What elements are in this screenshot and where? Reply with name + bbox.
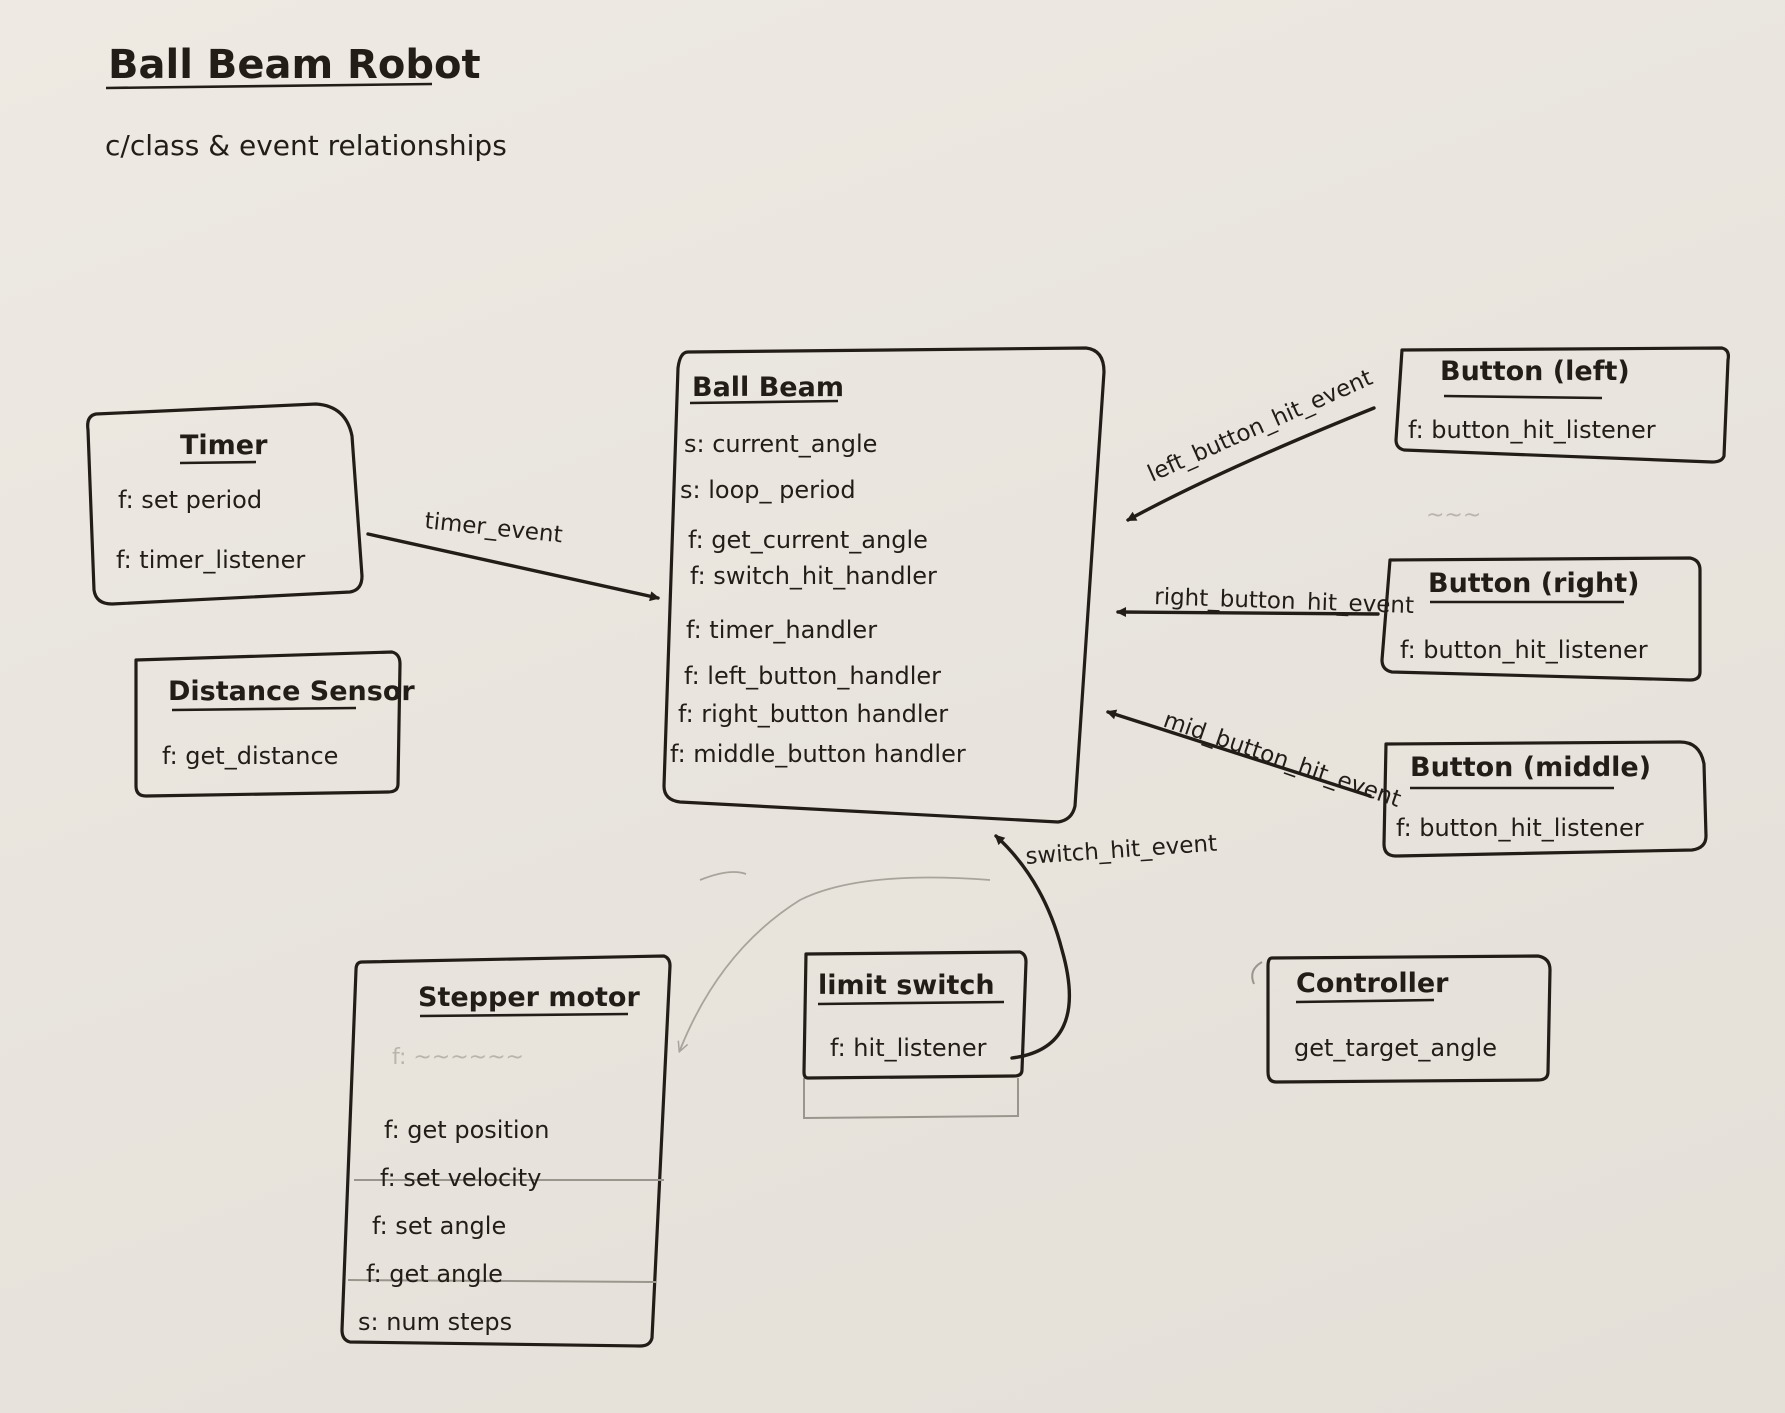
stepper-motor-member: f: set angle [372,1212,506,1240]
ball-beam-member: f: switch_hit_handler [690,562,937,590]
button-left-member: f: button_hit_listener [1408,416,1656,444]
distance-sensor-title-underline [171,706,357,712]
edge-timer-event: timer_event [366,508,660,602]
title-underline [105,82,433,90]
stepper-motor-row-divider [347,1279,657,1283]
controller-member: get_target_angle [1294,1034,1497,1062]
ball-beam-member: s: current_angle [684,430,877,458]
diagram-title: Ball Beam Robot [105,42,481,90]
edge-right-button-hit-event: right_button_hit_event [1116,584,1414,619]
button-left-title-underline [1443,394,1603,400]
edge-switch-hit-event: switch_hit_event [994,831,1218,1060]
ball-beam-title: Ball Beam [692,372,844,403]
controller-title: Controller [1296,968,1449,999]
ball-beam-member: f: left_button_handler [684,662,941,690]
button-middle-class-box: Button (middle) f: button_hit_listener [1382,740,1708,858]
title-text: Ball Beam Robot [108,42,481,88]
edge-mid-button-hit-event: mid_button_hit_event [1106,707,1404,813]
button-right-title: Button (right) [1428,568,1640,599]
stepper-motor-member: f: set velocity [380,1164,541,1192]
button-right-member: f: button_hit_listener [1400,636,1648,664]
limit-switch-erased-outline [803,1078,1019,1120]
mid-button-hit-event-label: mid_button_hit_event [1160,707,1404,813]
switch-hit-event-arrow [994,834,1071,1060]
ball-beam-member: s: loop_ period [680,476,856,504]
stepper-motor-box-outline [340,954,672,1348]
controller-box-outline [1266,954,1552,1084]
ball-beam-member: f: middle_button handler [670,740,966,768]
limit-switch-member: f: hit_listener [830,1034,987,1062]
limit-switch-title-underline [817,1000,1005,1006]
timer-class-box: Timer f: set period f: timer_listener [86,402,364,606]
distance-sensor-member: f: get_distance [162,742,338,770]
ball-beam-title-underline [689,399,839,405]
button-right-box-outline [1380,556,1702,682]
switch-hit-event-label: switch_hit_event [1025,831,1218,870]
button-left-box-outline [1394,346,1730,464]
button-left-class-box: Button (left) f: button_hit_listener [1394,346,1730,464]
timer-member: f: timer_listener [116,546,305,574]
timer-box-outline [86,402,364,606]
diagram-subtitle: c/class & event relationships [105,129,507,162]
ball-beam-member: f: timer_handler [686,616,877,644]
right-button-hit-event-arrow [1116,607,1380,618]
timer-member: f: set period [118,486,262,514]
left-button-hit-event-label: left_button_hit_event [1144,365,1377,488]
stepper-motor-class-box: f: ~~~~~~ Stepper motor f: get position … [340,954,672,1348]
ball-beam-class-box: Ball Beam s: current_angle s: loop_ peri… [662,346,1106,824]
controller-title-underline [1295,998,1435,1004]
distance-sensor-class-box: Distance Sensor f: get_distance [134,650,415,798]
distance-sensor-title: Distance Sensor [168,676,415,707]
stepper-motor-title: Stepper motor [418,982,640,1013]
limit-switch-box-outline [802,950,1028,1080]
distance-sensor-box-outline [134,650,402,798]
faint-pencil-stroke [699,871,747,881]
ball-beam-member: f: right_button handler [678,700,948,728]
stepper-motor-member: s: num steps [358,1308,512,1336]
faint-pencil-arrow [680,876,991,1051]
mid-button-hit-event-arrow [1106,709,1372,798]
timer-event-arrow [366,532,660,602]
limit-switch-class-box: limit switch f: hit_listener [802,950,1028,1120]
button-middle-member: f: button_hit_listener [1396,814,1644,842]
stepper-motor-member: f: get position [384,1116,549,1144]
button-left-title: Button (left) [1440,356,1630,387]
button-middle-box-outline [1382,740,1708,858]
edge-left-button-hit-event: left_button_hit_event [1126,365,1377,522]
erased-member-scribble: f: ~~~~~~ [392,1045,524,1070]
stepper-motor-title-underline [419,1012,629,1018]
left-button-hit-event-arrow [1126,406,1376,522]
button-right-class-box: Button (right) f: button_hit_listener [1380,556,1702,682]
ball-beam-member: f: get_current_angle [688,526,928,554]
timer-title: Timer [180,430,268,461]
controller-scribble [1251,961,1263,985]
controller-class-box: Controller get_target_angle [1251,954,1552,1084]
ball-beam-box-outline [662,346,1106,824]
ghost-scribble: ~~~ [1426,503,1481,528]
stepper-motor-member: f: get angle [366,1260,503,1288]
button-middle-title: Button (middle) [1410,752,1651,783]
timer-title-underline [179,460,257,465]
limit-switch-title: limit switch [818,970,995,1001]
timer-event-label: timer_event [423,508,563,548]
